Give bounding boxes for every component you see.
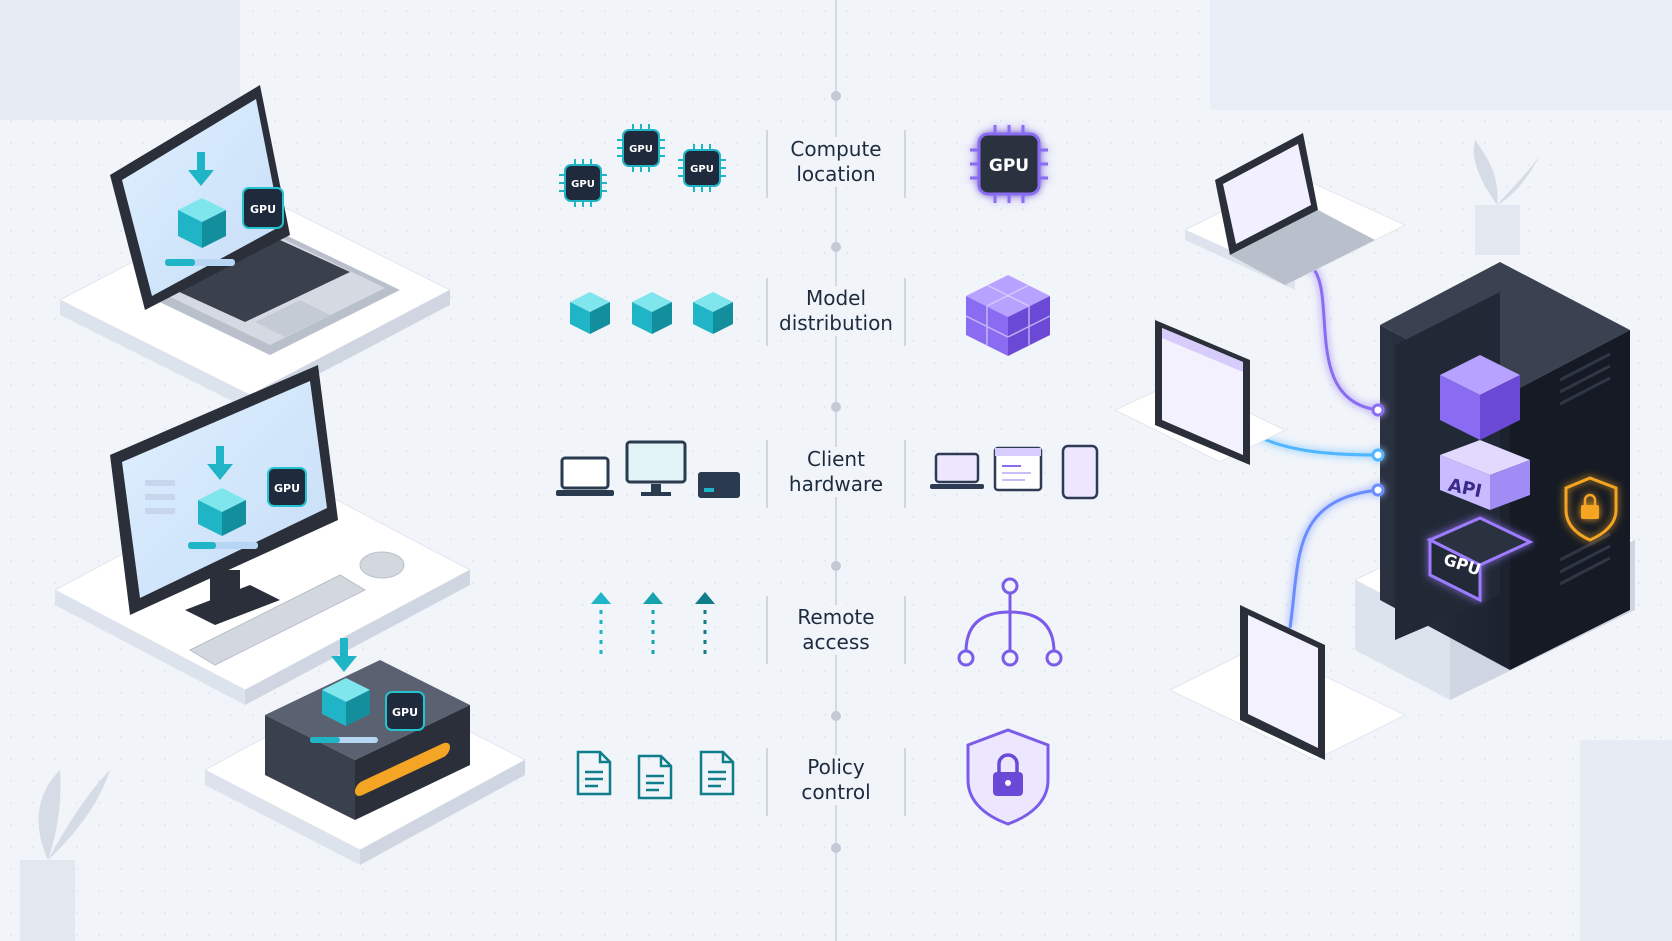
- plant-decoration: [1473, 140, 1540, 255]
- server-model-cube-icon: [965, 275, 1051, 356]
- plant-decoration: [20, 770, 110, 941]
- gpu-chip-label: GPU: [690, 164, 714, 175]
- background-block: [1210, 0, 1672, 110]
- separator: [766, 278, 768, 346]
- gpu-chip-label: GPU: [629, 144, 653, 155]
- remote-tablet-illustration: [1168, 605, 1407, 761]
- separator: [904, 440, 906, 508]
- spine-dot: [831, 711, 841, 721]
- policy-shield-lock-icon: [966, 728, 1050, 826]
- server-gpu-chip-icon: GPU: [970, 125, 1048, 203]
- local-model-cubes-icon: [570, 292, 733, 334]
- spine-dot: [831, 843, 841, 853]
- spine-dot: [831, 91, 841, 101]
- separator: [766, 748, 768, 816]
- remote-access-network-icon: [957, 577, 1063, 667]
- gpu-chip-label: GPU: [392, 706, 418, 719]
- remote-browser-window-illustration: [1113, 320, 1287, 465]
- separator: [904, 748, 906, 816]
- spine-dot: [831, 402, 841, 412]
- mini-pc-device-illustration: GPU: [203, 638, 527, 865]
- server-rack-illustration: API GPU: [1353, 262, 1637, 700]
- thin-client-devices-icon: [930, 444, 1099, 500]
- separator: [904, 278, 906, 346]
- background-block: [0, 0, 240, 120]
- gpu-chip-label: GPU: [250, 203, 276, 216]
- separator: [904, 596, 906, 664]
- separator: [766, 130, 768, 198]
- local-upload-arrows-icon: [591, 592, 715, 655]
- separator: [766, 596, 768, 664]
- laptop-device-illustration: GPU: [58, 85, 452, 410]
- desktop-device-illustration: GPU: [53, 365, 472, 705]
- local-gpu-chips-icon: GPU GPU GPU: [559, 124, 726, 207]
- gpu-chip-label: GPU: [571, 179, 595, 190]
- separator: [766, 440, 768, 508]
- local-client-devices-icon: [556, 440, 740, 498]
- background-block: [1580, 740, 1672, 941]
- spine-dot: [831, 561, 841, 571]
- gpu-chip-label: GPU: [989, 156, 1029, 176]
- remote-laptop-illustration: [1183, 133, 1407, 290]
- network-connection-lines: [1244, 263, 1385, 629]
- separator: [904, 130, 906, 198]
- spine-dot: [831, 242, 841, 252]
- local-policy-documents-icon: [576, 750, 735, 800]
- gpu-chip-label: GPU: [274, 482, 300, 495]
